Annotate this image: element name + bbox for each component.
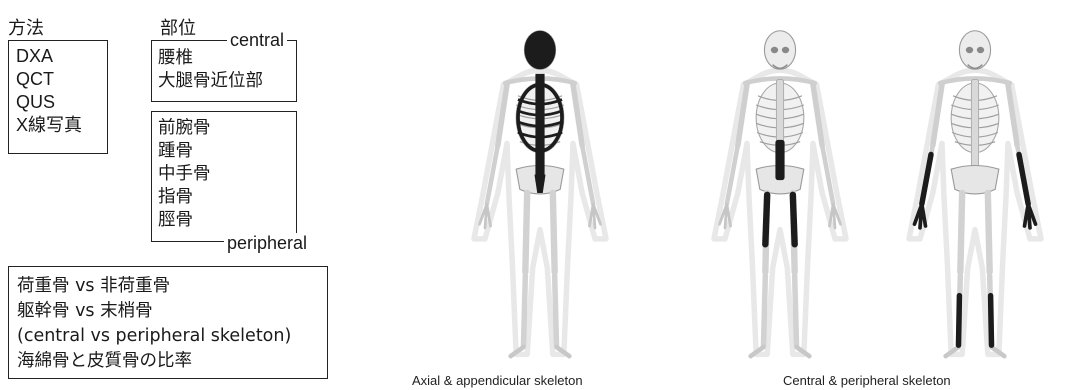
central-item: 大腿骨近位部 bbox=[158, 70, 263, 93]
central-label: central bbox=[227, 30, 287, 50]
sites-header: 部位 bbox=[160, 18, 196, 40]
central-skeleton-figure bbox=[700, 28, 860, 358]
peripheral-box: 前腕骨 踵骨 中手骨 指骨 脛骨 bbox=[151, 111, 297, 242]
caption-central: Central & peripheral skeleton bbox=[783, 373, 951, 388]
peripheral-item: 踵骨 bbox=[158, 140, 211, 163]
peripheral-item: 脛骨 bbox=[158, 209, 211, 232]
method-item: X線写真 bbox=[16, 114, 82, 137]
note-line: 躯幹骨 vs 末梢骨 bbox=[17, 299, 291, 324]
peripheral-item: 前腕骨 bbox=[158, 117, 211, 140]
note-line: 荷重骨 vs 非荷重骨 bbox=[17, 274, 291, 299]
methods-box: DXA QCT QUS X線写真 bbox=[8, 40, 108, 154]
central-item: 腰椎 bbox=[158, 47, 263, 70]
central-list: 腰椎 大腿骨近位部 bbox=[158, 47, 263, 93]
axial-skeleton-figure bbox=[460, 28, 620, 358]
method-item: DXA bbox=[16, 45, 82, 68]
note-line: (central vs peripheral skeleton) bbox=[17, 324, 291, 349]
notes-list: 荷重骨 vs 非荷重骨 躯幹骨 vs 末梢骨 (central vs perip… bbox=[17, 274, 291, 374]
methods-list: DXA QCT QUS X線写真 bbox=[16, 45, 82, 137]
methods-header: 方法 bbox=[8, 18, 44, 40]
caption-axial: Axial & appendicular skeleton bbox=[412, 373, 583, 388]
peripheral-item: 指骨 bbox=[158, 186, 211, 209]
method-item: QCT bbox=[16, 68, 82, 91]
peripheral-item: 中手骨 bbox=[158, 163, 211, 186]
peripheral-label: peripheral bbox=[224, 233, 310, 253]
peripheral-list: 前腕骨 踵骨 中手骨 指骨 脛骨 bbox=[158, 117, 211, 232]
notes-box: 荷重骨 vs 非荷重骨 躯幹骨 vs 末梢骨 (central vs perip… bbox=[8, 266, 328, 379]
peripheral-skeleton-figure bbox=[895, 28, 1055, 358]
note-line: 海綿骨と皮質骨の比率 bbox=[17, 349, 291, 374]
method-item: QUS bbox=[16, 91, 82, 114]
